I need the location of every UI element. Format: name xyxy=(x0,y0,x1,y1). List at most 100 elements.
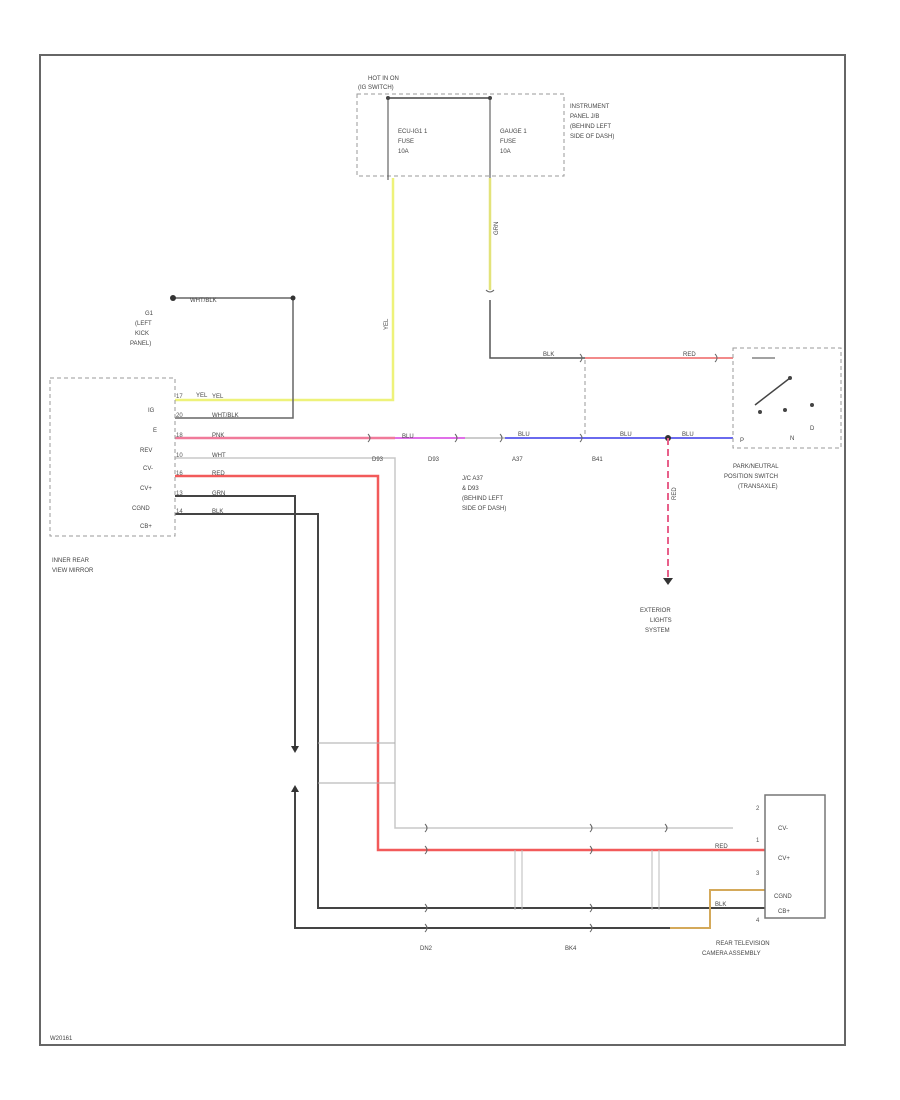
camera-name: REAR TELEVISION xyxy=(716,941,770,947)
svg-text:13: 13 xyxy=(176,491,183,497)
wire-grn-cgnd xyxy=(175,495,296,748)
svg-text:RED: RED xyxy=(715,844,728,850)
wire-orange-cgnd xyxy=(670,889,765,929)
svg-text:PANEL): PANEL) xyxy=(130,341,151,347)
svg-text:(BEHIND LEFT: (BEHIND LEFT xyxy=(462,496,503,502)
hot-label: HOT IN ON xyxy=(368,76,399,82)
diagram-frame xyxy=(39,54,846,1046)
svg-text:POSITION SWITCH: POSITION SWITCH xyxy=(724,474,778,480)
svg-text:20: 20 xyxy=(176,413,183,419)
svg-text:(BEHIND LEFT: (BEHIND LEFT xyxy=(570,124,611,130)
svg-text:14: 14 xyxy=(176,509,183,515)
svg-text:PNK: PNK xyxy=(212,433,224,439)
rear-television-camera-assembly: CV- CV+ CGND CB+ 2 1 3 4 REAR TELEVISION… xyxy=(702,794,826,957)
svg-text:CV-: CV- xyxy=(143,466,153,472)
wire-red xyxy=(175,474,765,852)
svg-text:CV+: CV+ xyxy=(778,856,790,862)
svg-text:FUSE: FUSE xyxy=(500,139,516,145)
exterior-lights-system: EXTERIOR LIGHTS SYSTEM xyxy=(640,608,672,634)
wire-blk-cgnd xyxy=(294,790,670,929)
svg-text:J/C A37: J/C A37 xyxy=(462,476,484,482)
svg-text:10: 10 xyxy=(176,453,183,459)
svg-text:P: P xyxy=(740,438,744,444)
svg-text:EXTERIOR: EXTERIOR xyxy=(640,608,671,614)
park-neutral-position-switch: P N D PARK/NEUTRAL POSITION SWITCH (TRAN… xyxy=(724,347,842,490)
ground-g1: G1 (LEFT KICK PANEL) xyxy=(130,311,154,347)
svg-text:10A: 10A xyxy=(500,149,511,155)
svg-text:BLU: BLU xyxy=(620,432,632,438)
svg-text:GRN: GRN xyxy=(494,222,500,235)
svg-text:YEL: YEL xyxy=(212,394,224,400)
svg-text:BLU: BLU xyxy=(402,434,414,440)
svg-text:2: 2 xyxy=(756,806,760,812)
svg-text:B41: B41 xyxy=(592,457,603,463)
svg-text:WHT: WHT xyxy=(212,453,226,459)
svg-text:(TRANSAXLE): (TRANSAXLE) xyxy=(738,484,778,490)
mirror-outline xyxy=(49,377,176,537)
svg-text:16: 16 xyxy=(176,471,183,477)
svg-text:FUSE: FUSE xyxy=(398,139,414,145)
svg-text:BLU: BLU xyxy=(682,432,694,438)
svg-text:CB+: CB+ xyxy=(778,909,790,915)
connector-marks xyxy=(367,289,718,933)
svg-text:18: 18 xyxy=(176,433,183,439)
svg-text:RED: RED xyxy=(683,352,696,358)
svg-text:CGND: CGND xyxy=(132,506,150,512)
svg-text:G1: G1 xyxy=(145,311,154,317)
svg-text:SYSTEM: SYSTEM xyxy=(645,628,670,634)
svg-text:YEL: YEL xyxy=(196,393,208,399)
svg-text:(LEFT: (LEFT xyxy=(135,321,152,327)
svg-text:BK4: BK4 xyxy=(565,946,577,952)
svg-text:RED: RED xyxy=(672,487,678,500)
svg-text:CGND: CGND xyxy=(774,894,792,900)
fuse-box: HOT IN ON (IG SWITCH) ECU-IG1 1 FUSE 10A… xyxy=(356,76,614,180)
svg-text:N: N xyxy=(790,436,794,442)
mirror-name: INNER REAR xyxy=(52,558,90,564)
svg-text:REV: REV xyxy=(140,448,152,454)
svg-text:DN2: DN2 xyxy=(420,946,433,952)
ground-wire-label: WHT/BLK xyxy=(190,298,217,304)
wire-blk-fuse xyxy=(489,300,585,359)
svg-text:1: 1 xyxy=(756,838,760,844)
svg-text:PANEL J/B: PANEL J/B xyxy=(570,114,599,120)
fuse1-name: ECU-IG1 1 xyxy=(398,129,428,135)
svg-text:KICK: KICK xyxy=(135,331,149,337)
svg-text:GRN: GRN xyxy=(212,491,225,497)
svg-text:10A: 10A xyxy=(398,149,409,155)
svg-text:BLU: BLU xyxy=(518,432,530,438)
pnp-outline xyxy=(732,347,842,449)
svg-text:CB+: CB+ xyxy=(140,524,152,530)
fuse-box-outline xyxy=(356,93,565,177)
svg-text:D93: D93 xyxy=(428,457,440,463)
wire-wht-blk xyxy=(173,297,294,419)
svg-text:YEL: YEL xyxy=(384,318,390,330)
svg-text:3: 3 xyxy=(756,871,760,877)
svg-text:E: E xyxy=(153,428,157,434)
svg-text:D93: D93 xyxy=(372,457,384,463)
fuse2-name: GAUGE 1 xyxy=(500,129,527,135)
svg-text:CV+: CV+ xyxy=(140,486,152,492)
wire-yel xyxy=(175,178,395,402)
svg-text:VIEW MIRROR: VIEW MIRROR xyxy=(52,568,94,574)
svg-text:BLK: BLK xyxy=(212,509,223,515)
svg-text:WHT/BLK: WHT/BLK xyxy=(212,413,239,419)
svg-text:RED: RED xyxy=(212,471,225,477)
hot-sub: (IG SWITCH) xyxy=(358,85,394,91)
svg-text:BLK: BLK xyxy=(715,902,726,908)
wire-blk-cb xyxy=(175,513,765,909)
svg-text:CV-: CV- xyxy=(778,826,788,832)
diagram-code: W20161 xyxy=(50,1036,73,1042)
svg-text:BLK: BLK xyxy=(543,352,554,358)
svg-text:A37: A37 xyxy=(512,457,523,463)
svg-text:IG: IG xyxy=(148,408,155,414)
wire-wht xyxy=(175,457,733,829)
svg-text:17: 17 xyxy=(176,394,183,400)
inner-rear-view-mirror: IG E REV CV- CV+ CGND CB+ 17 20 18 10 16… xyxy=(49,377,239,574)
camera-outline xyxy=(764,794,826,919)
svg-text:4: 4 xyxy=(756,918,760,924)
svg-text:SIDE OF DASH): SIDE OF DASH) xyxy=(462,506,506,512)
fuse-box-location: INSTRUMENT xyxy=(570,104,610,110)
pnp-name: PARK/NEUTRAL xyxy=(733,464,779,470)
svg-text:SIDE OF DASH): SIDE OF DASH) xyxy=(570,134,614,140)
